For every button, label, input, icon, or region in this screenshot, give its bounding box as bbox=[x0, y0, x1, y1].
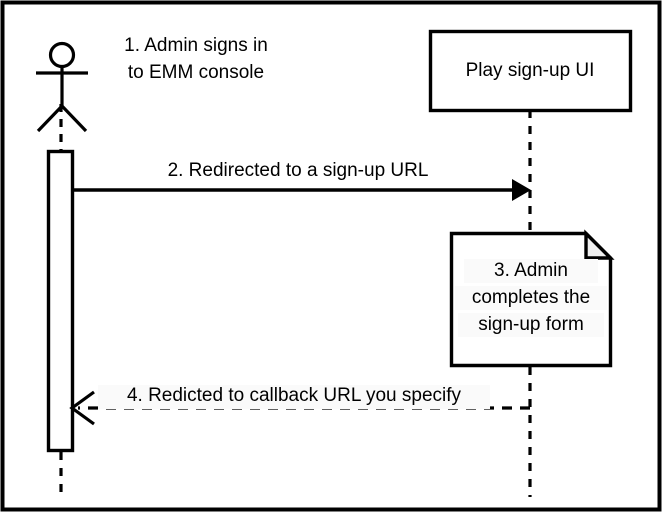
annotation-step-1: 1. Admin signs in to EMM console bbox=[124, 35, 268, 83]
annotation-step-1-line-2: to EMM console bbox=[128, 62, 264, 83]
message-step-2-arrowhead-icon bbox=[512, 179, 531, 201]
message-step-4[interactable]: 4. Redicted to callback URL you specify bbox=[69, 385, 530, 426]
annotation-step-1-line-1: 1. Admin signs in bbox=[124, 35, 268, 56]
actor-admin[interactable] bbox=[36, 41, 88, 133]
note-step-3-line-1-bg bbox=[464, 259, 598, 283]
participant-box-play-signup-ui[interactable] bbox=[428, 29, 633, 113]
message-step-4-arrowhead-icon bbox=[69, 390, 95, 426]
message-step-4-label-bg bbox=[98, 385, 490, 409]
note-step-3-fold-icon bbox=[584, 229, 615, 260]
message-step-2[interactable]: 2. Redirected to a sign-up URL bbox=[72, 160, 531, 201]
note-step-3-line-1: 3. Admin bbox=[494, 260, 568, 281]
note-step-3-line-2: completes the bbox=[472, 287, 590, 308]
actor-leg-left-icon bbox=[36, 104, 64, 133]
message-step-2-label: 2. Redirected to a sign-up URL bbox=[168, 160, 429, 181]
note-step-3[interactable]: 3. Admin completes the sign-up form bbox=[449, 229, 615, 368]
note-step-3-line-2-bg bbox=[455, 286, 607, 310]
participant-label-play-signup-ui: Play sign-up UI bbox=[466, 60, 595, 81]
message-step-4-label: 4. Redicted to callback URL you specify bbox=[127, 385, 462, 406]
note-step-3-line-3-bg bbox=[458, 313, 604, 337]
activation-bar-admin bbox=[46, 149, 75, 453]
note-step-3-line-3: sign-up form bbox=[478, 314, 584, 335]
actor-leg-right-icon bbox=[60, 104, 88, 133]
